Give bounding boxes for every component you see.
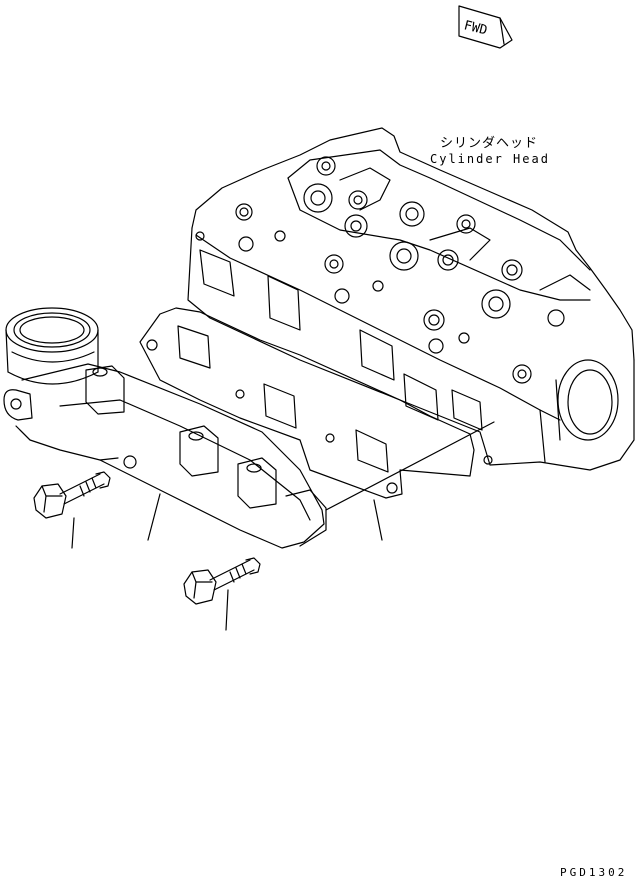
cylinder-head-label-jp: シリンダヘッド — [440, 136, 539, 151]
bolt-1 — [34, 472, 110, 518]
cylinder-head — [188, 128, 634, 470]
bolt-2 — [184, 558, 260, 604]
fwd-arrow-icon: FWD — [459, 6, 512, 48]
cylinder-head-label-en: Cylinder Head — [430, 152, 550, 166]
fwd-label: FWD — [462, 18, 489, 38]
exhaust-manifold — [4, 308, 326, 548]
exhaust-manifold-gasket — [140, 308, 474, 498]
drawing-code: PGD1302 — [560, 866, 628, 879]
leader-lines — [72, 422, 494, 630]
